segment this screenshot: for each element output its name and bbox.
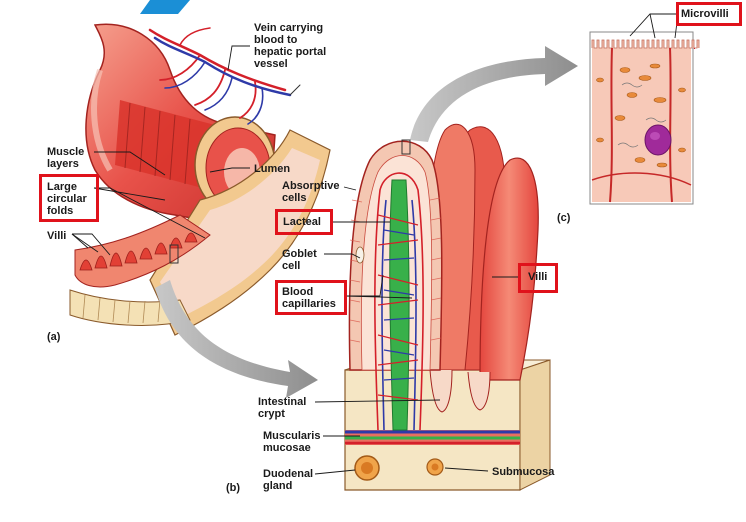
magnify-marker-b [401,139,411,155]
villus-section-b [344,123,551,491]
label-intestinal-crypt: Intestinal crypt [258,396,307,420]
label-muscularis-mucosae: Muscularis mucosae [263,430,321,454]
label-muscle-layers: Muscle layers [47,146,85,170]
label-lacteal: Lacteal [283,216,321,228]
lacteal-vessel [389,179,410,431]
label-blood-capillaries: Blood capillaries [282,286,336,310]
label-villi-b: Villi [528,271,548,283]
magnify-marker-a [169,244,179,264]
mesenteric-vessels [148,27,301,125]
leader-lines [71,13,679,475]
highlight-box-microvilli [676,2,742,26]
label-vein: Vein carrying blood to hepatic portal ve… [254,22,327,70]
label-microvilli: Microvilli [681,8,729,20]
panel-label-a: (a) [47,331,61,343]
label-duodenal-gland: Duodenal gland [263,468,314,492]
label-absorptive-cells: Absorptive cells [282,180,340,204]
label-submucosa: Submucosa [492,466,555,478]
highlight-box-blood-capillaries [275,280,347,315]
cell-detail-c [589,31,700,205]
capillary-network [374,172,424,431]
highlight-box-large-circular-folds [39,174,99,222]
magnify-arrow-to-c [410,46,578,142]
villi-folds-a [79,232,198,271]
panel-label-b: (b) [226,482,241,494]
label-villi-a: Villi [47,230,67,242]
label-lumen: Lumen [254,163,291,175]
title-accent-fragment [140,0,190,14]
highlight-box-villi [518,263,558,293]
highlight-box-lacteal [275,209,333,235]
magnify-arrow-to-b [155,280,318,398]
intestine-tube-group [69,23,331,336]
label-goblet-cell: Goblet cell [282,248,317,272]
panel-label-c: (c) [557,212,571,224]
microvilli-fringe [591,39,700,49]
label-large-circular-folds: Large circular folds [47,181,87,217]
cell-nucleus [644,124,672,156]
